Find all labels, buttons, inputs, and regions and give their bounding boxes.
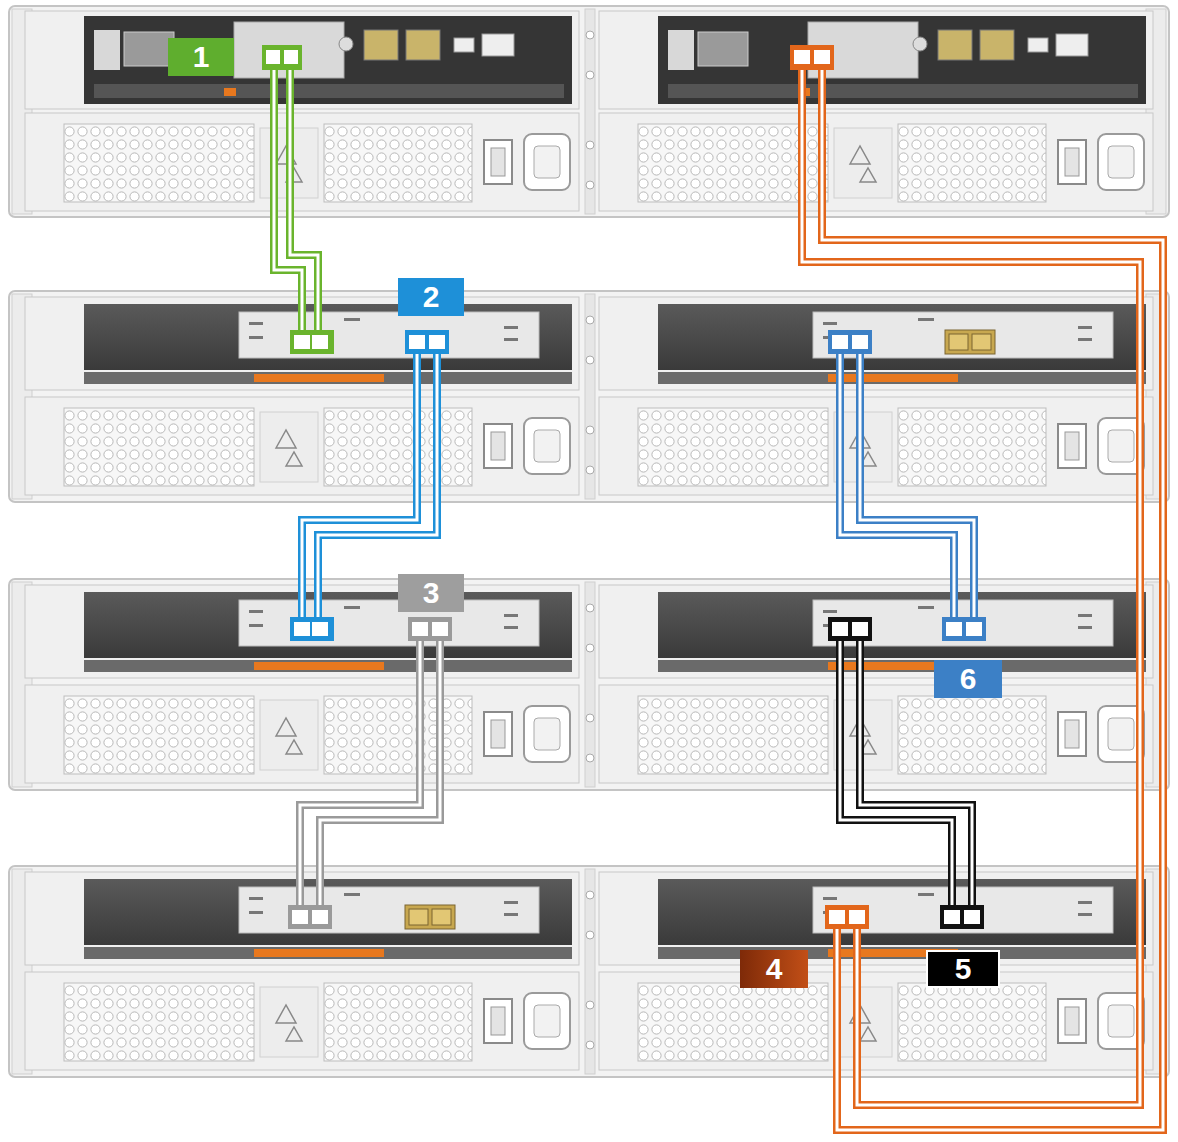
callout-text: 6 <box>960 664 977 694</box>
callout-text: 1 <box>193 42 210 72</box>
callout-number: 1 <box>168 38 234 76</box>
disk-shelf <box>9 291 1169 502</box>
callout-number: 2 <box>398 278 464 316</box>
callout-number: 4 <box>740 950 808 988</box>
callout-text: 4 <box>766 954 783 984</box>
callout-number: 3 <box>398 574 464 612</box>
callout-number: 5 <box>926 950 1000 988</box>
callout-text: 3 <box>423 578 440 608</box>
sas-cable <box>274 68 1163 1130</box>
callout-text: 5 <box>955 954 972 984</box>
mini-sas-port <box>405 330 995 929</box>
callout-text: 2 <box>423 282 440 312</box>
disk-shelf <box>9 579 1169 790</box>
disk-shelf <box>9 866 1169 1077</box>
sas-port <box>262 45 986 929</box>
callout-number: 6 <box>934 660 1002 698</box>
controller-enclosure <box>9 6 1169 217</box>
